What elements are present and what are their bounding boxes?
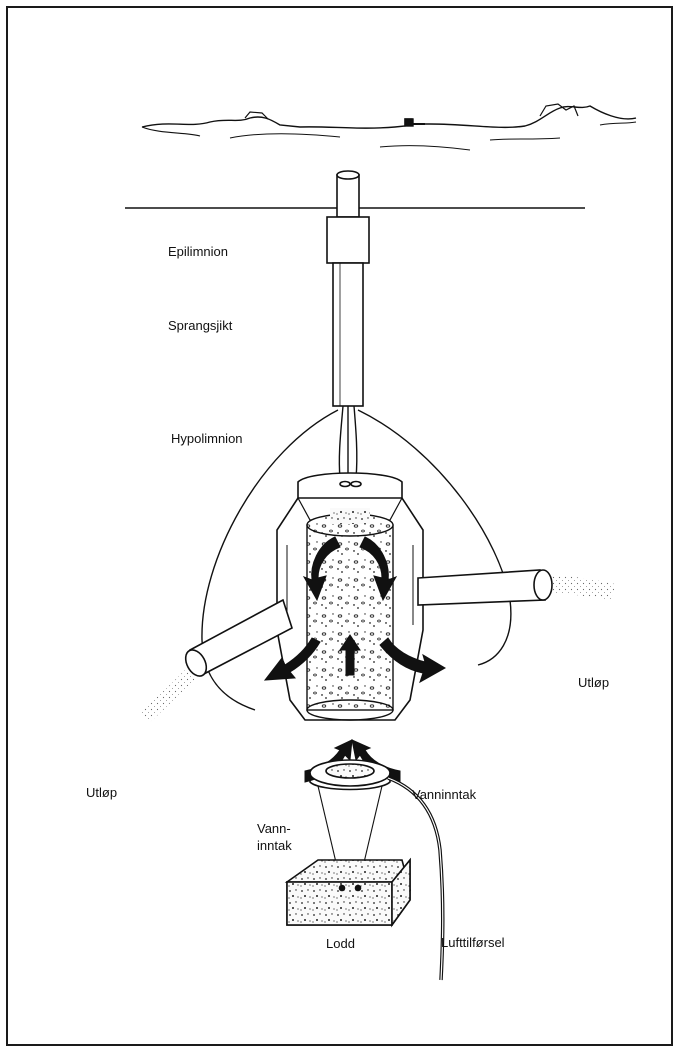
label-epilimnion: Epilimnion [168,244,228,260]
water-inlet-ring [310,760,390,790]
anchor-weight [287,860,410,925]
label-vanninntak-left-line1: Vann- [257,821,291,837]
label-sprangsjikt: Sprangsjikt [168,318,232,334]
top-cylinder [327,171,369,406]
label-utlop-right: Utløp [578,675,609,691]
bubble-column [307,508,393,720]
label-vanninntak-left-line2: inntak [257,838,292,854]
label-lodd: Lodd [326,936,355,952]
label-hypolimnion: Hypolimnion [171,431,243,447]
label-lufttilforsel: Lufttilførsel [441,935,505,951]
label-vanninntak-right: Vanninntak [412,787,476,803]
shoreline-landscape [142,104,636,150]
outlet-pipe-left [140,600,292,722]
outlet-pipe-right [418,570,615,605]
label-utlop-left: Utløp [86,785,117,801]
